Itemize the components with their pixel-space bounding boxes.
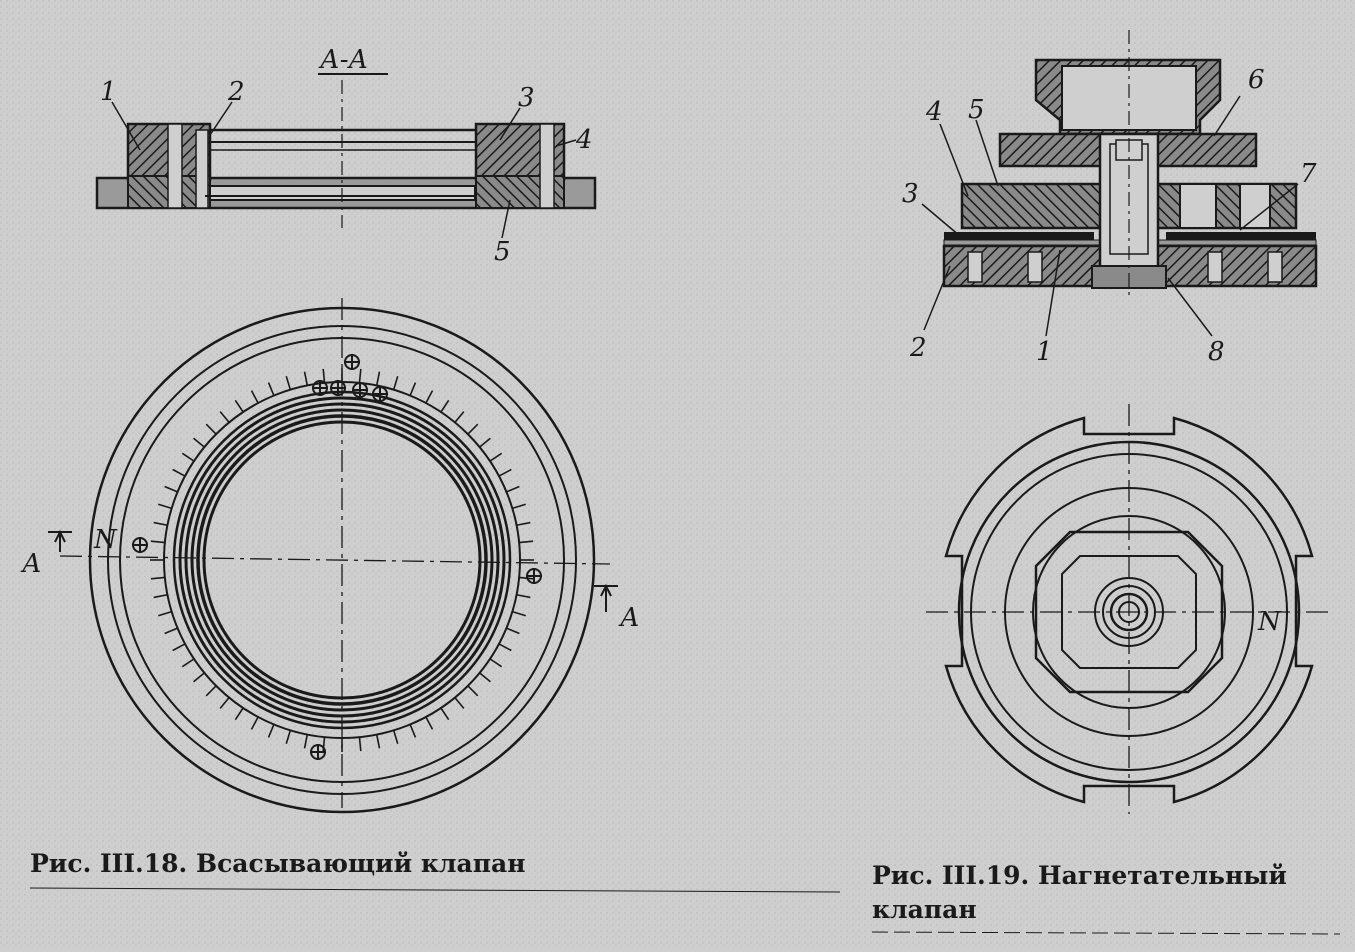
mark-n-label-discharge: N: [1257, 607, 1282, 637]
section-view-a-a: А-А: [95, 45, 597, 267]
mark-n-label: N: [93, 525, 118, 555]
ring-tick: [498, 643, 512, 652]
ring-tick: [392, 730, 399, 744]
section-letter-right: А: [618, 603, 640, 633]
part-label-3-discharge: 3: [902, 179, 919, 209]
figure-2-caption-line-1: Рис. III.19. Нагнетательный: [872, 861, 1287, 890]
part-label-2: 2: [227, 77, 245, 107]
ring-tick: [358, 737, 362, 752]
ring-tick: [409, 724, 417, 738]
section-letter-left: А: [20, 549, 42, 579]
part-label-4: 4: [575, 125, 593, 155]
ring-tick: [234, 707, 244, 721]
figure-1-suction-valve: А-А: [20, 45, 841, 893]
ring-tick: [358, 368, 362, 383]
part-label-1-discharge: 1: [1036, 337, 1053, 367]
ring-tick: [489, 658, 503, 668]
hole-tick-ring: [150, 368, 534, 752]
ring-tick: [512, 610, 526, 617]
section-mark-left: [48, 529, 72, 552]
ring-tick: [489, 452, 503, 462]
ring-tick: [454, 411, 465, 423]
figure-2-caption-line-2: клапан: [872, 895, 977, 924]
octagon-plate: [1034, 530, 1224, 694]
part-label-8: 8: [1208, 337, 1225, 367]
ring-tick: [479, 672, 491, 683]
ring-tick: [205, 685, 217, 697]
ring-tick: [440, 707, 450, 721]
part-label-7: 7: [1300, 159, 1317, 189]
ring-tick: [425, 390, 434, 404]
ring-tick: [392, 376, 399, 390]
ring-tick: [250, 716, 259, 730]
ring-tick: [375, 371, 381, 386]
ring-tick: [506, 627, 520, 635]
figure-1-caption: Рис. III.18. Всасывающий клапан: [30, 849, 526, 878]
ring-tick: [181, 452, 195, 462]
ring-tick: [498, 468, 512, 477]
part-label-5-discharge: 5: [968, 95, 985, 125]
ring-tick: [205, 423, 217, 435]
ring-tick: [519, 540, 534, 544]
ring-tick: [153, 521, 168, 527]
ring-tick: [303, 371, 309, 386]
ring-tick: [181, 658, 195, 668]
ring-tick: [164, 485, 178, 493]
ring-tick: [153, 593, 168, 599]
plan-view-discharge-valve: N: [926, 404, 1334, 814]
ring-tick: [158, 503, 172, 510]
ring-tick: [409, 382, 417, 396]
ring-tick: [375, 734, 381, 749]
ring-tick: [285, 730, 292, 744]
part-label-3: 3: [518, 83, 535, 113]
part-label-4-discharge: 4: [925, 97, 943, 127]
ring-tick: [454, 697, 465, 709]
ring-tick: [285, 376, 292, 390]
ring-tick: [425, 716, 434, 730]
notched-outer-rim: [944, 416, 1314, 804]
ring-tick: [172, 468, 186, 477]
ring-tick: [158, 610, 172, 617]
part-label-6: 6: [1248, 65, 1265, 95]
ring-tick: [219, 697, 230, 709]
ring-tick: [234, 399, 244, 413]
ring-tick: [467, 685, 479, 697]
ring-tick: [150, 576, 165, 580]
bolt-holes: [132, 354, 542, 760]
ring-tick: [516, 593, 531, 599]
ring-tick: [250, 390, 259, 404]
ring-tick: [164, 627, 178, 635]
ring-tick: [519, 576, 534, 580]
ring-tick: [267, 382, 275, 396]
ring-tick: [440, 399, 450, 413]
ring-tick: [303, 734, 309, 749]
ring-tick: [150, 540, 165, 544]
ring-tick: [172, 643, 186, 652]
part-label-5: 5: [494, 237, 511, 267]
ring-tick: [467, 423, 479, 435]
part-label-1: 1: [100, 77, 117, 107]
ring-tick: [267, 724, 275, 738]
ring-tick: [506, 485, 520, 493]
ring-tick: [512, 503, 526, 510]
section-label: А-А: [318, 45, 368, 75]
section-view-discharge: 6 4 5 3 7 2 1 8: [902, 30, 1318, 367]
ring-tick: [516, 521, 531, 527]
ring-tick: [479, 437, 491, 448]
ring-tick: [193, 437, 205, 448]
ring-tick: [219, 411, 230, 423]
section-mark-right: [594, 583, 618, 612]
plan-view-suction-valve: А А N: [20, 298, 640, 814]
ring-tick: [322, 368, 326, 383]
figure-2-discharge-valve: 6 4 5 3 7 2 1 8 N: [871, 30, 1341, 935]
part-label-2-discharge: 2: [909, 333, 927, 363]
ring-tick: [193, 672, 205, 683]
